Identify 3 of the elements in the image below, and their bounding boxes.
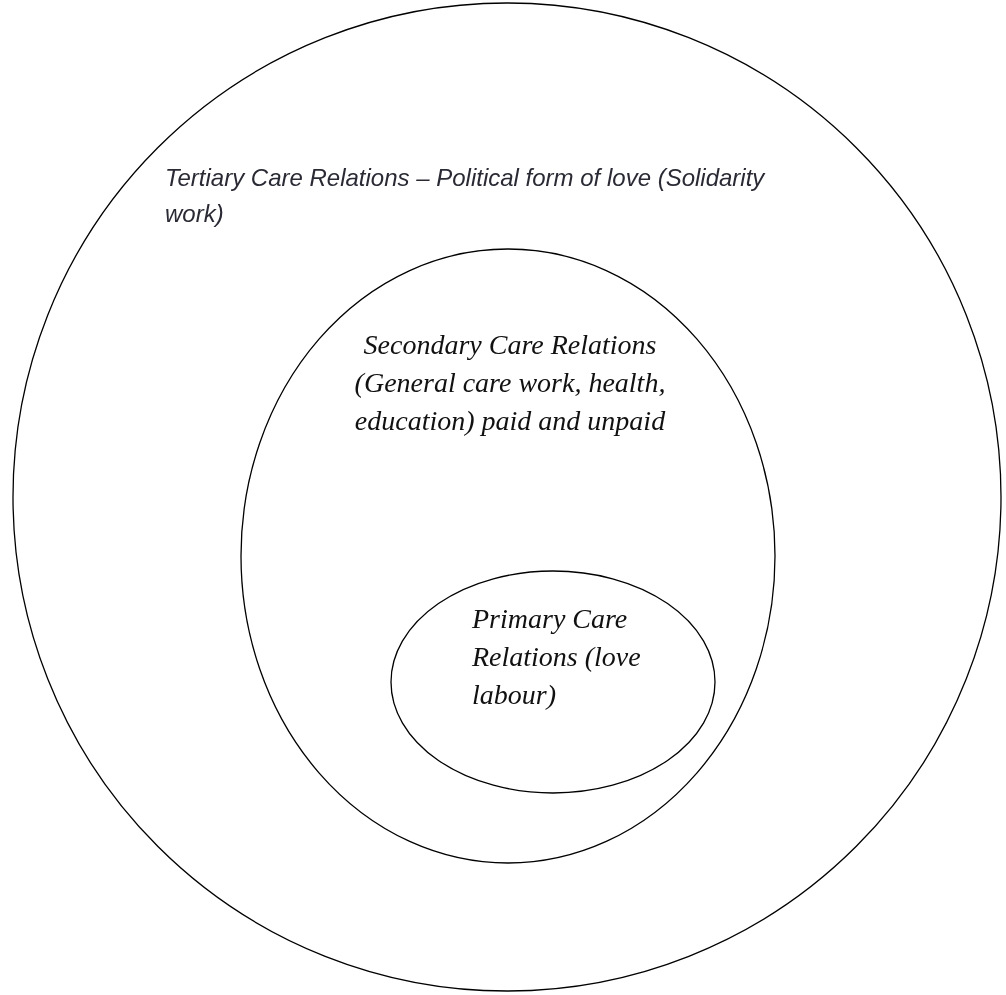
ring-label: Tertiary Care Relations – Political form of love (Solidarity work) <box>165 163 767 229</box>
ring-label: Secondary Care Relations (General care work, health, education) paid and unpaid <box>353 328 667 438</box>
ring-label: Primary Care Relations (love labour) <box>472 602 642 712</box>
